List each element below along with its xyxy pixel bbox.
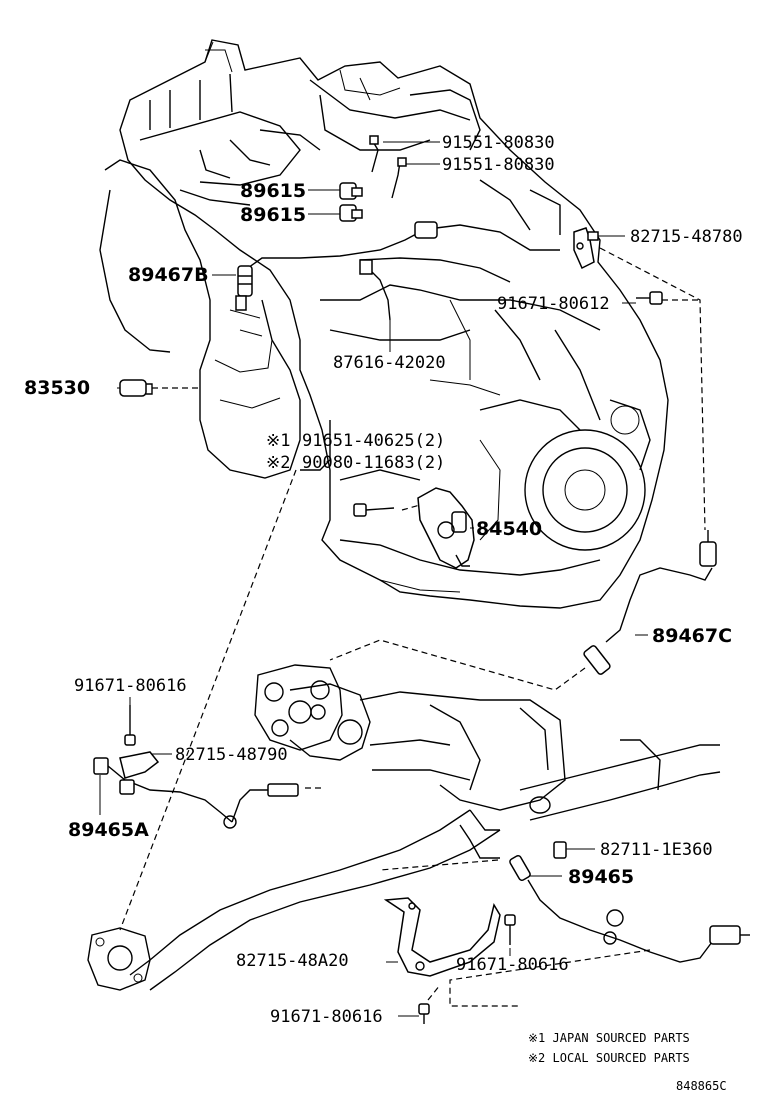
engine-wiring	[244, 221, 438, 321]
neutral-start-switch-84540[interactable]	[417, 487, 475, 569]
label-89465[interactable]: 89465	[568, 866, 634, 888]
bracket-82715-48a20[interactable]	[383, 897, 501, 977]
oxygen-sensor-89467b[interactable]	[235, 265, 253, 311]
label-91671-80612[interactable]: 91671-80612	[497, 294, 610, 314]
bracket-82715-48790[interactable]	[119, 751, 160, 779]
label-82715-48790[interactable]: 82715-48790	[175, 745, 288, 765]
label-87616-42020[interactable]: 87616-42020	[333, 353, 446, 373]
bolt-91551-b[interactable]	[391, 157, 407, 199]
mark-local-sourced: ※2	[266, 453, 290, 473]
bolt-91671-80612[interactable]	[636, 291, 663, 305]
bolt-91671-80616-a[interactable]	[124, 705, 136, 746]
label-91671-80616-b[interactable]: 91671-80616	[456, 955, 569, 975]
dashed-connectors	[119, 247, 706, 1007]
figure-code: 848865C	[676, 1079, 727, 1093]
label-89615-b[interactable]: 89615	[240, 204, 306, 226]
footnotes: ※1 JAPAN SOURCED PARTS ※2 LOCAL SOURCED …	[528, 1031, 727, 1093]
clamp-82711-1e360[interactable]	[553, 841, 567, 859]
note-local-sourced-parts: ※2 LOCAL SOURCED PARTS	[528, 1051, 690, 1065]
mark-japan-sourced: ※1	[266, 431, 290, 451]
oxygen-sensor-89465[interactable]	[509, 854, 750, 963]
label-91551-80830-b[interactable]: 91551-80830	[442, 155, 555, 175]
oil-pressure-switch-83530[interactable]	[119, 379, 153, 397]
label-82715-48780[interactable]: 82715-48780	[630, 227, 743, 247]
oxygen-sensor-89467c[interactable]	[583, 530, 717, 675]
label-83530[interactable]: 83530	[24, 377, 90, 399]
knock-sensor-89615-a[interactable]	[339, 182, 363, 200]
label-91671-80616-c[interactable]: 91671-80616	[270, 1007, 383, 1027]
knock-sensor-89615-b[interactable]	[339, 204, 363, 222]
label-89467c[interactable]: 89467C	[652, 625, 732, 647]
label-91551-80830-a[interactable]: 91551-80830	[442, 133, 555, 153]
bolt-91651-40625[interactable]	[353, 503, 395, 517]
part-labels: 91551-80830 91551-80830 89615 89615 8271…	[24, 133, 743, 1027]
label-89467b[interactable]: 89467B	[128, 264, 209, 286]
label-89615-a[interactable]: 89615	[240, 180, 306, 202]
bolt-91671-80616-b[interactable]	[504, 914, 516, 945]
engine-illustration	[99, 39, 669, 609]
bolt-91671-80616-c[interactable]	[418, 1003, 430, 1024]
label-82711-1e360[interactable]: 82711-1E360	[600, 840, 713, 860]
oxygen-sensor-89465a[interactable]	[93, 757, 299, 829]
label-89465a[interactable]: 89465A	[68, 819, 149, 841]
bracket-82715-48780[interactable]	[573, 227, 599, 270]
label-91671-80616-a[interactable]: 91671-80616	[74, 676, 187, 696]
bolt-91551-a[interactable]	[369, 135, 379, 173]
label-84540[interactable]: 84540	[476, 518, 542, 540]
note-japan-sourced-parts: ※1 JAPAN SOURCED PARTS	[528, 1031, 690, 1045]
label-82715-48a20[interactable]: 82715-48A20	[236, 951, 349, 971]
label-90080-11683[interactable]: 90080-11683(2)	[302, 453, 445, 473]
label-91651-40625[interactable]: 91651-40625(2)	[302, 431, 445, 451]
leader-lines	[99, 141, 648, 1017]
exhaust-pipe	[87, 664, 721, 991]
